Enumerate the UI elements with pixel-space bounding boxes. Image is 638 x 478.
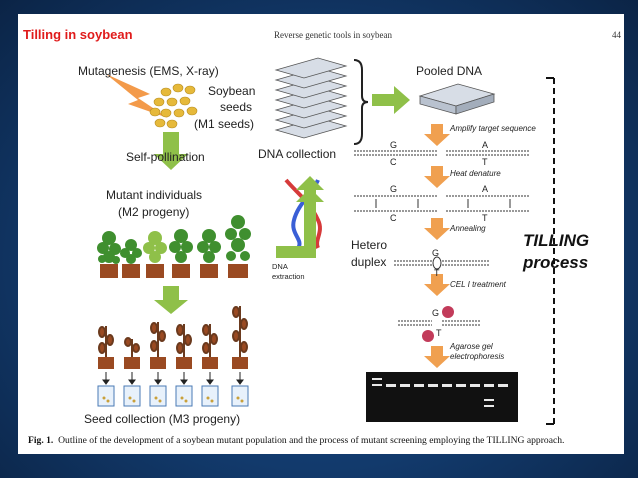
step-cel-treatment: CEL I treatment (450, 280, 506, 289)
mutant-label-line1: Mutant individuals (106, 188, 203, 202)
step-annealing: Annealing (450, 224, 486, 233)
amplified-strands (354, 150, 530, 156)
page-number: 44 (612, 30, 621, 40)
slide-title: Tilling in soybean (23, 27, 133, 42)
plant (97, 231, 121, 278)
caption-text: Outline of the development of a soybean … (58, 435, 565, 446)
pod-plant (176, 324, 192, 369)
potted-plants-row (97, 215, 251, 278)
step-amplify: Amplify target sequence (450, 124, 536, 133)
caption-bold: Fig. 1. (28, 435, 54, 446)
seeds-label-line2: seeds (220, 100, 253, 114)
tilling-label-line1: TILLING (523, 231, 590, 250)
dna-extraction-line1: DNA (272, 262, 288, 271)
arrow-right-to-pooled (372, 86, 410, 114)
pod-plant (98, 326, 114, 369)
base-a: A (482, 184, 489, 194)
arrow-down-to-pods (154, 286, 188, 314)
seed-cluster (149, 83, 198, 129)
arrow-up-to-collection (296, 176, 324, 200)
self-pollination-label: Self-pollination (126, 150, 205, 164)
heteroduplex-line2: duplex (351, 255, 387, 269)
heteroduplex-line1: Hetero (351, 238, 388, 252)
lightning-icon (106, 74, 168, 118)
plant (143, 231, 167, 278)
base-a: A (482, 140, 489, 150)
figure-caption: Fig. 1. Outline of the development of a … (28, 435, 564, 446)
gel-bands (372, 378, 508, 407)
diagram-graphics (97, 57, 555, 425)
base-g: G (432, 248, 440, 258)
pod-plant (202, 324, 218, 369)
dried-plants-row (98, 306, 248, 369)
heteroduplex-strand (394, 256, 490, 270)
seeds-label-line1: Soybean (208, 84, 256, 98)
seeds-label-line3: (M1 seeds) (194, 117, 255, 131)
pooled-dna-label: Pooled DNA (416, 64, 483, 78)
base-t: T (436, 328, 442, 338)
step-heat-denature: Heat denature (450, 169, 501, 178)
tilling-process-label: TILLING process (523, 230, 589, 274)
header-text: Reverse genetic tools in soybean (274, 30, 392, 40)
cel-cleavage (398, 306, 480, 342)
pod-plant (232, 306, 248, 369)
plant (197, 229, 221, 278)
plant (120, 239, 142, 278)
dna-plate-stack (274, 57, 348, 139)
dna-collection-label: DNA collection (258, 147, 337, 161)
denatured-strands (354, 195, 530, 212)
tilling-label-line2: process (523, 253, 589, 272)
arrow-down-self-pollination (154, 132, 188, 170)
seed-bags (97, 385, 249, 407)
base-c: C (390, 213, 397, 223)
pod-plant (150, 322, 166, 369)
plant (225, 215, 251, 278)
tilling-bracket (546, 77, 555, 425)
arrow-dna-extraction (276, 188, 324, 258)
base-t: T (434, 268, 440, 278)
mutant-label-line2: (M2 progeny) (118, 205, 190, 219)
base-t: T (482, 157, 488, 167)
base-t: T (482, 213, 488, 223)
mutagenesis-label: Mutagenesis (EMS, X-ray) (78, 64, 219, 78)
seed-collection-label: Seed collection (M3 progeny) (84, 412, 241, 426)
small-down-arrows (102, 372, 244, 385)
base-g: G (390, 184, 398, 194)
orange-arrows (424, 124, 450, 368)
base-g: G (432, 308, 440, 318)
pooled-dna-plate (418, 83, 496, 115)
slide: Tilling in soybean Reverse genetic tools… (18, 14, 624, 454)
gel-image (366, 372, 518, 422)
seed-bag-contents (102, 396, 244, 403)
dna-extraction-line2: extraction (272, 272, 305, 281)
step-agarose-line2: electrophoresis (450, 352, 505, 361)
plant (169, 229, 193, 278)
base-g: G (390, 140, 398, 150)
pod-plant (124, 337, 140, 369)
base-c: C (390, 157, 397, 167)
step-agarose-line1: Agarose gel (450, 342, 493, 351)
bracket (353, 59, 369, 145)
